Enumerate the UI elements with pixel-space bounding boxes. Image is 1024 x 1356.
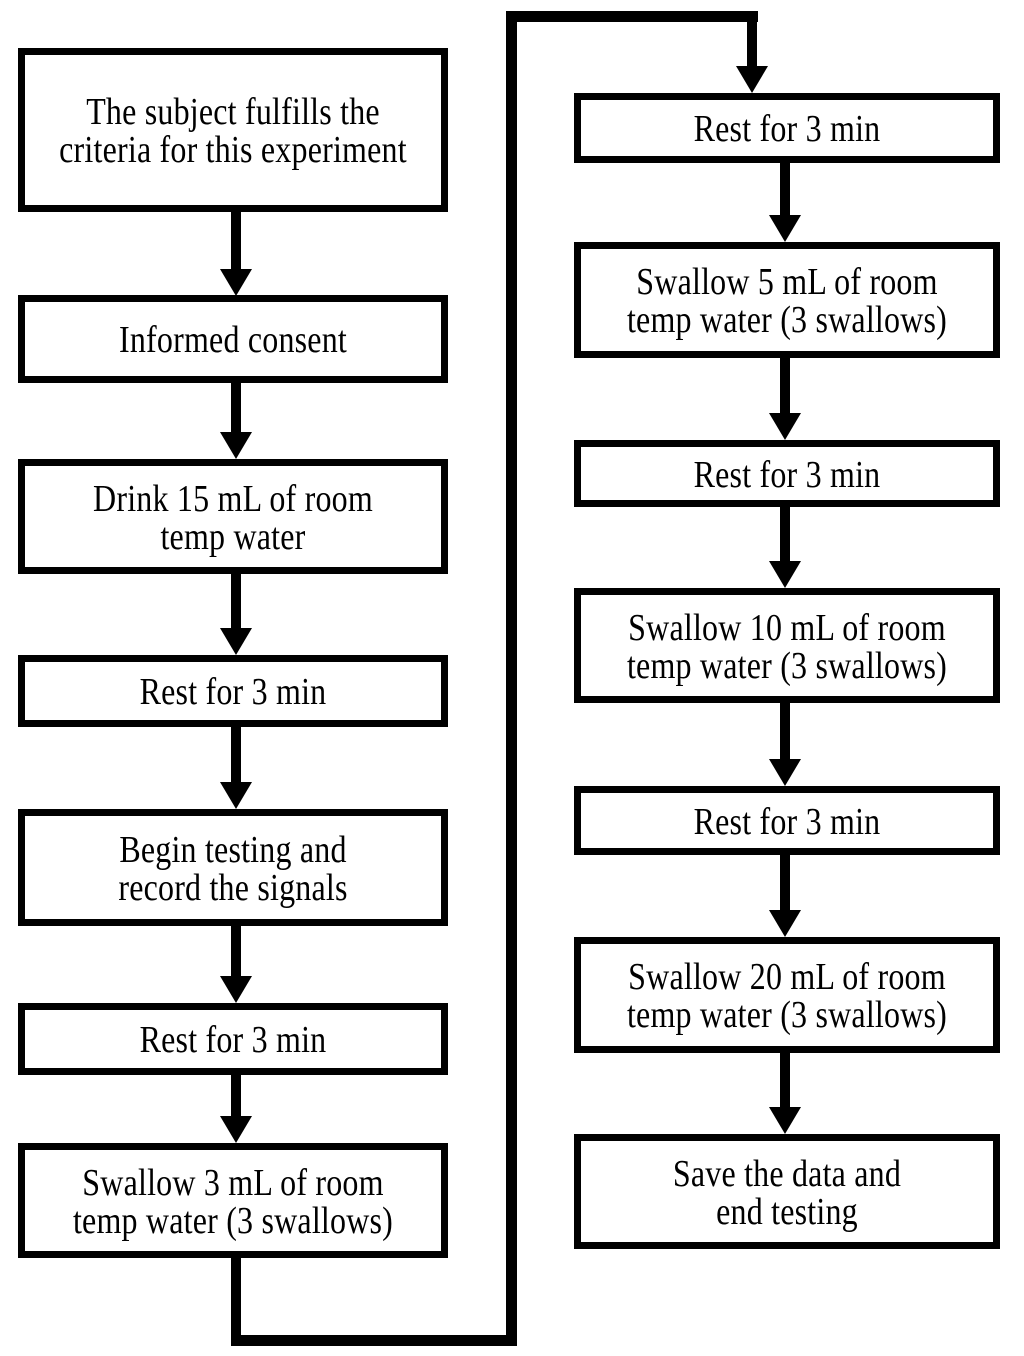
flow-step-label: Rest for 3 min: [693, 106, 881, 150]
arrow-down-icon: [220, 1075, 252, 1143]
flow-step-label: Rest for 3 min: [139, 1017, 327, 1061]
arrow-down-icon: [769, 855, 801, 937]
arrow-down-icon: [220, 383, 252, 459]
connector-drop-segment: [231, 1258, 241, 1346]
flow-step-label: Informed consent: [118, 317, 347, 361]
arrow-down-icon: [769, 163, 801, 242]
arrow-down-icon: [220, 926, 252, 1003]
arrow-down-icon: [769, 703, 801, 786]
flow-step-label: Begin testing and record the signals: [118, 827, 348, 908]
flow-step-swallow-3ml: Swallow 3 mL of room temp water (3 swall…: [18, 1143, 448, 1258]
flow-step-label: Rest for 3 min: [693, 452, 881, 495]
flow-step-rest-1: Rest for 3 min: [18, 655, 448, 727]
flow-step-subject-criteria: The subject fulfills the criteria for th…: [18, 48, 448, 212]
flow-step-swallow-5ml: Swallow 5 mL of room temp water (3 swall…: [574, 242, 1000, 358]
flow-step-rest-4: Rest for 3 min: [574, 440, 1000, 507]
flow-step-rest-2: Rest for 3 min: [18, 1003, 448, 1075]
flow-step-label: Save the data and end testing: [672, 1151, 902, 1232]
flow-step-label: Rest for 3 min: [693, 799, 881, 842]
flow-step-label: Drink 15 mL of room temp water: [93, 476, 373, 557]
flow-step-swallow-10ml: Swallow 10 mL of room temp water (3 swal…: [574, 588, 1000, 703]
flow-step-label: Rest for 3 min: [139, 669, 327, 713]
arrow-down-icon: [220, 574, 252, 655]
flow-step-label: Swallow 5 mL of room temp water (3 swall…: [626, 259, 948, 341]
arrow-down-icon: [769, 507, 801, 588]
flow-step-label: Swallow 20 mL of room temp water (3 swal…: [626, 954, 948, 1036]
flow-step-swallow-20ml: Swallow 20 mL of room temp water (3 swal…: [574, 937, 1000, 1053]
connector-entry-arrow-icon: [736, 11, 768, 93]
arrow-down-icon: [220, 212, 252, 296]
flow-step-label: The subject fulfills the criteria for th…: [59, 89, 407, 171]
flow-step-save-end: Save the data and end testing: [574, 1134, 1000, 1249]
flow-step-begin-testing: Begin testing and record the signals: [18, 809, 448, 926]
flow-step-drink-15ml: Drink 15 mL of room temp water: [18, 459, 448, 574]
connector-vertical-segment: [506, 11, 517, 1346]
connector-top-segment: [506, 11, 758, 22]
arrow-down-icon: [769, 358, 801, 440]
flow-step-rest-3: Rest for 3 min: [574, 93, 1000, 163]
flow-step-informed-consent: Informed consent: [18, 295, 448, 383]
flow-step-label: Swallow 10 mL of room temp water (3 swal…: [626, 605, 948, 686]
arrow-down-icon: [220, 727, 252, 809]
arrow-down-icon: [769, 1053, 801, 1134]
flow-step-rest-5: Rest for 3 min: [574, 786, 1000, 855]
connector-bottom-segment: [231, 1335, 517, 1346]
flow-step-label: Swallow 3 mL of room temp water (3 swall…: [72, 1160, 394, 1241]
